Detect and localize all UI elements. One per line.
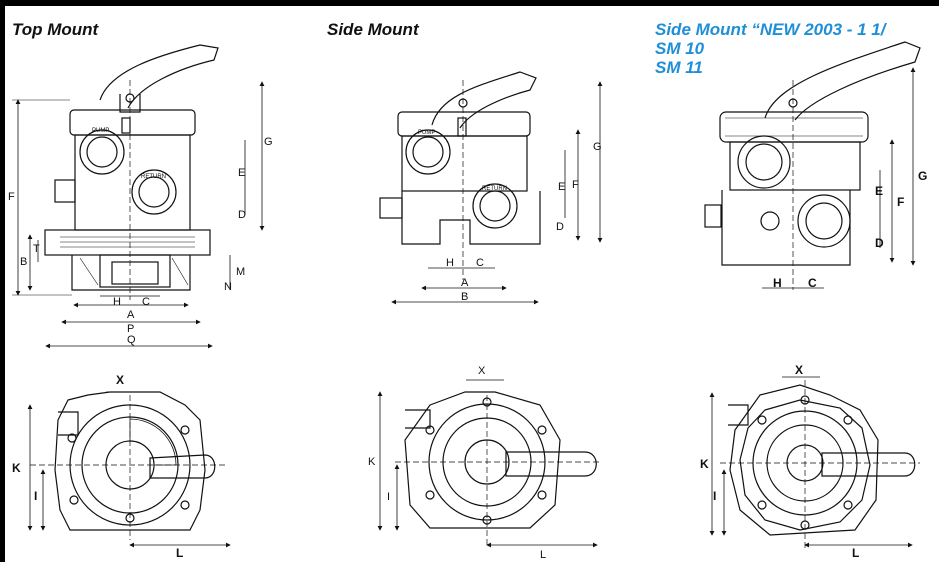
dim-c-new: C [808,276,817,290]
dim-p-top: P [127,323,134,335]
dim-x-side: X [478,365,486,377]
dim-t-top: T [33,243,40,255]
pump-label-top: PUMP [92,128,109,134]
side-mount-new-top-view [709,376,920,548]
dim-c-top: C [142,296,150,308]
dim-x-top: X [116,373,124,387]
dim-n-top: N [224,281,232,293]
dim-h-top: H [113,296,121,308]
dim-k-new: K [700,457,709,471]
dim-b-top: B [20,256,27,268]
dim-f-side: F [572,179,579,191]
dim-q-top: Q [127,334,136,346]
side-mount-top-view [377,379,600,548]
title-top-mount: Top Mount [12,20,99,39]
dim-f-new: F [897,195,904,209]
dim-h-side: H [446,257,454,269]
side-mount-new-side-view [704,41,921,290]
return-label-top: RETURN [141,174,166,180]
top-mount-side-view [12,44,265,349]
dim-l-new: L [852,546,859,560]
title-sm11: SM 11 [655,58,703,77]
dim-d-side: D [556,221,564,233]
left-border-bar [0,0,5,562]
dim-i-top: I [34,489,37,503]
dim-k-top: K [12,461,21,475]
dim-d-new: D [875,236,884,250]
dim-e-new: E [875,184,883,198]
top-border-bar [0,0,939,6]
title-side-mount-new: Side Mount “NEW 2003 - 1 1/ [655,20,886,39]
dim-i-new: I [713,489,716,503]
title-sm10: SM 10 [655,39,705,58]
dim-l-side: L [540,549,546,561]
top-mount-top-view [27,391,231,548]
pump-label-side: PUMP [418,130,435,136]
dim-b-side: B [461,291,468,303]
return-label-side: RETURN [482,186,507,192]
dim-c-side: C [476,257,484,269]
dim-e-side: E [558,181,565,193]
dim-g-new: G [918,169,927,183]
dim-a-side: A [461,277,469,289]
title-side-mount: Side Mount [327,20,419,39]
dim-k-side: K [368,456,376,468]
dim-e-top: E [238,167,245,179]
dim-i-side: I [387,491,390,503]
dim-f-top: F [8,191,15,203]
dim-m-top: M [236,266,245,278]
dim-g-top: G [264,136,273,148]
dim-d-top: D [238,209,246,221]
side-mount-side-view [379,71,603,305]
dim-l-top: L [176,546,183,560]
dim-x-new: X [795,363,803,377]
dim-g-side: G [593,141,602,153]
dim-h-new: H [773,276,782,290]
dim-a-top: A [127,309,135,321]
